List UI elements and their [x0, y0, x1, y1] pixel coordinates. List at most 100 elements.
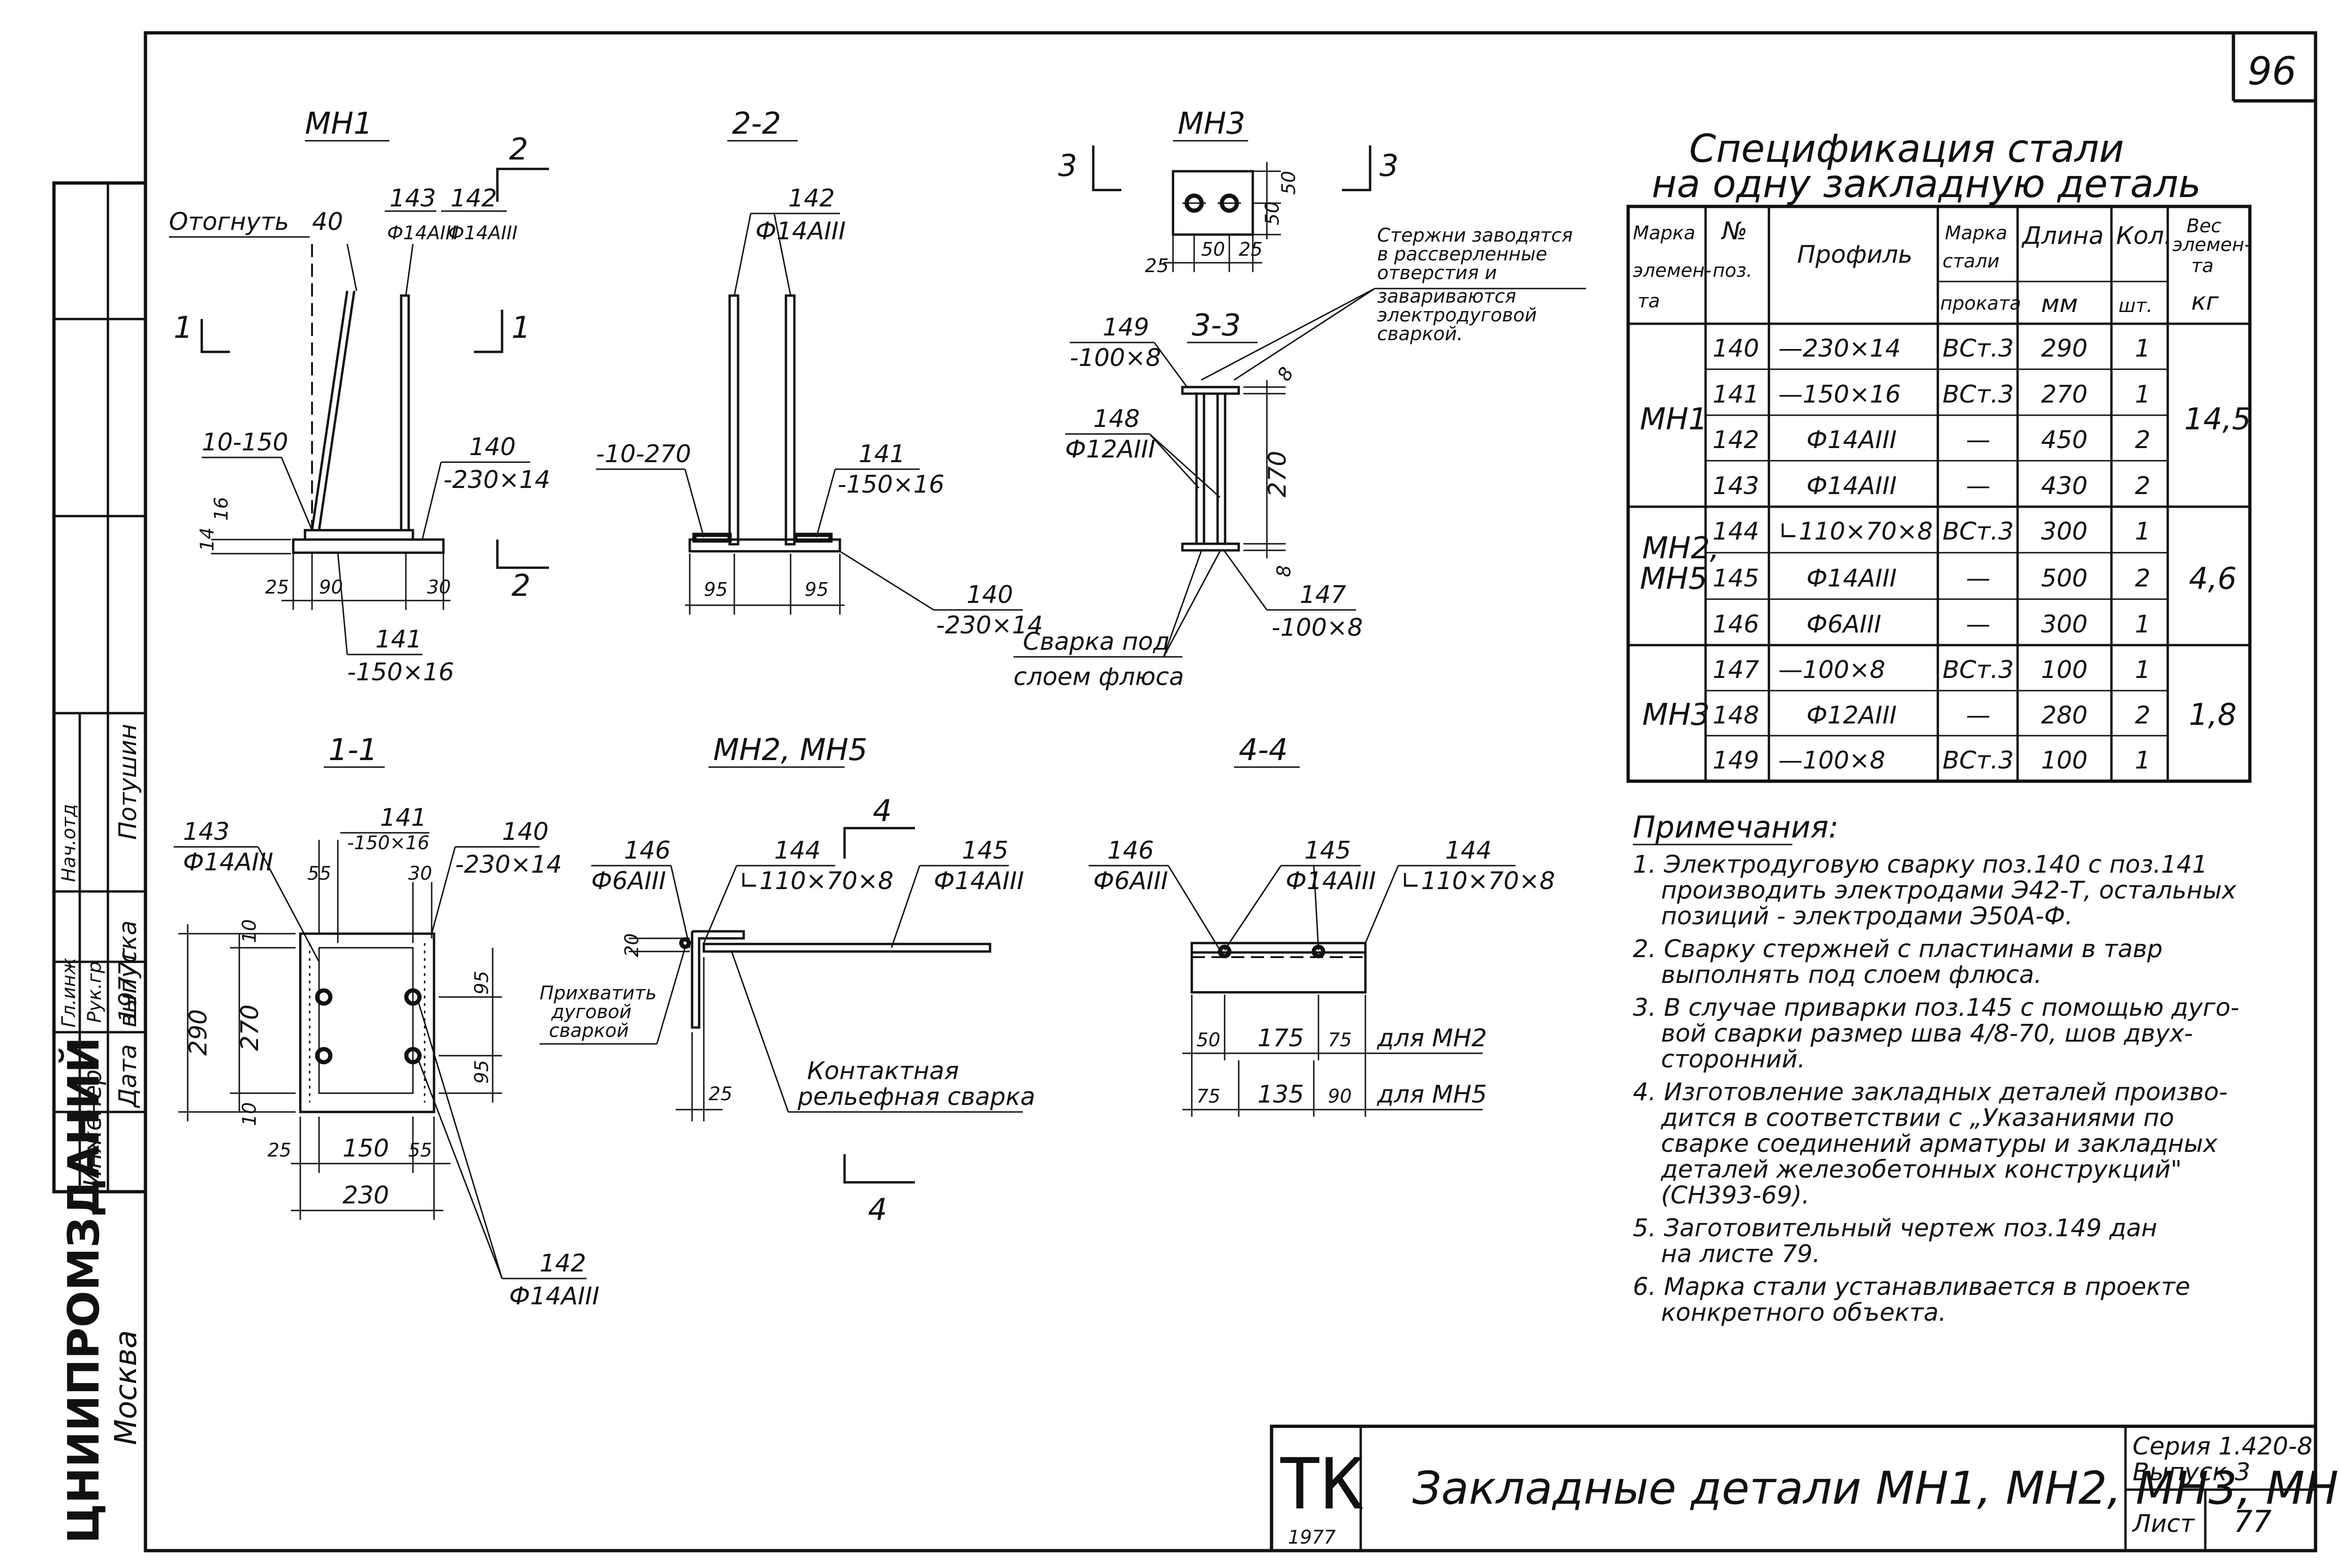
s44-row1-a: 50	[1196, 1029, 1220, 1051]
spec-header: та	[1638, 290, 1660, 312]
spec-cell-length: 450	[2041, 426, 2088, 454]
side-stamp: Потушин 1977г Инженер Дата выпуска Нач.о…	[58, 724, 144, 1544]
mn25-pos-146: 146	[624, 837, 670, 865]
mn25-tack-line: сваркой	[549, 1020, 629, 1042]
mn1-pos-140: 140	[469, 433, 516, 461]
spec-header: мм	[2041, 290, 2078, 318]
s11-dim-95a: 95	[471, 971, 493, 995]
s33-bar-148: Ф12АIII	[1065, 435, 1156, 464]
mn1-dim-25: 25	[265, 577, 289, 598]
spec-cell-steel: —	[1966, 426, 1990, 454]
spec-cell-steel: ВСт.3	[1943, 518, 2014, 546]
s11-dim-290: 290	[184, 1009, 213, 1056]
side-author: Потушин	[114, 724, 142, 840]
mn25-title: МН2, МН5	[713, 733, 868, 768]
s11-plate-141: -150×16	[347, 832, 429, 854]
table-row: 140 —230×14 ВСт.3 290 1	[1713, 335, 2150, 363]
s33-dim-8: 8	[1273, 364, 1298, 385]
mn1-pos-141: 141	[375, 625, 422, 654]
s33-title: 3-3	[1192, 308, 1241, 343]
s22-plate-141: -150×16	[838, 471, 945, 499]
spec-cell-steel: ВСт.3	[1943, 335, 2014, 363]
spec-cell-length: 100	[2041, 656, 2088, 684]
mn3-dim-50: 50	[1201, 239, 1225, 260]
spec-cell-qty: 2	[2135, 564, 2150, 593]
s11-dim-95b: 95	[471, 1060, 493, 1084]
spec-group-mark: МН3	[1642, 698, 1710, 732]
stamp-code: ТК	[1279, 1444, 1364, 1525]
mn1-plate-140: -230×14	[443, 466, 550, 494]
s11-pos-142: 142	[540, 1249, 586, 1278]
s33-pos-148: 148	[1093, 405, 1140, 433]
s11-pos-143: 143	[183, 818, 229, 846]
spec-cell-profile: —100×8	[1778, 746, 1885, 775]
mn25-tack-line: Прихватить	[540, 982, 656, 1004]
mn1-dim-90: 90	[319, 577, 343, 598]
spec-header: Марка	[1945, 222, 2007, 244]
side-extra-2: Гл.инж	[58, 958, 80, 1028]
s22-bar-142: Ф14АIII	[755, 217, 846, 245]
note-line: 2. Сварку стержней с пластинами в тавр	[1633, 935, 2163, 963]
s11-dim-25: 25	[267, 1140, 291, 1161]
s44-pos-145: 145	[1304, 837, 1351, 865]
spec-cell-qty: 1	[2135, 656, 2150, 684]
s11-dim-10b: 10	[239, 1102, 260, 1126]
s11-dim-230: 230	[343, 1181, 389, 1210]
notes-heading: Примечания:	[1633, 810, 1839, 845]
s33-weld-note-1: Сварка под	[1023, 628, 1170, 656]
note-line: сторонний.	[1661, 1045, 1806, 1073]
spec-header: поз.	[1713, 260, 1752, 282]
mn25-contact-line: рельефная сварка	[797, 1083, 1035, 1111]
spec-cell-profile: —150×16	[1778, 381, 1901, 409]
spec-cell-pos: 144	[1713, 518, 1759, 546]
mn1-cut-2-top: 2	[509, 132, 528, 167]
mn1-cut-2-bottom: 2	[511, 569, 531, 603]
view-mn2-mn5: МН2, МН5 4 4 146 Ф6АIII 144 ∟110×70×8 14…	[540, 733, 1035, 1227]
s22-dim-95b: 95	[805, 579, 829, 601]
spec-header: шт.	[2118, 295, 2153, 317]
mn3-cut-3-right: 3	[1379, 149, 1399, 183]
note-line: (СН393-69).	[1661, 1181, 1810, 1210]
spec-cell-pos: 147	[1713, 656, 1759, 684]
spec-header: Профиль	[1797, 241, 1912, 269]
s11-dim-270: 270	[236, 1005, 264, 1051]
note-line: 3. В случае приварки поз.145 с помощью д…	[1633, 994, 2239, 1022]
s11-dim-55b: 55	[408, 1140, 432, 1161]
spec-header: №	[1721, 217, 1747, 245]
s44-row1-c: 75	[1328, 1029, 1352, 1051]
spec-cell-steel: —	[1966, 610, 1990, 639]
spec-cell-length: 300	[2041, 518, 2088, 546]
spec-header: та	[2191, 255, 2214, 277]
mn3-dim-25b: 25	[1239, 239, 1263, 260]
mn25-contact-line: Контактная	[807, 1057, 959, 1085]
corner-number: 96	[2248, 49, 2296, 94]
view-mn3: МН3 3 3 25 50 25 50 50 Стержни заводятся…	[1058, 107, 1586, 381]
sheet-number: 77	[2233, 1505, 2272, 1539]
spec-cell-profile: Ф14АIII	[1806, 564, 1897, 593]
side-issue: выпуска	[114, 921, 142, 1028]
mn25-cut-4-bottom: 4	[868, 1193, 887, 1227]
spec-title-2: на одну закладную деталь	[1652, 162, 2201, 206]
mn25-tack-line: дуговой	[551, 1001, 632, 1023]
s22-pos-141: 141	[859, 440, 905, 468]
spec-cell-length: 290	[2041, 335, 2088, 363]
s44-row2-d: для МН5	[1377, 1081, 1487, 1109]
note-line: 5. Заготовительный чертеж поз.149 дан	[1633, 1214, 2157, 1242]
stamp-year: 1977	[1288, 1527, 1336, 1548]
spec-cell-pos: 149	[1713, 746, 1759, 775]
mn3-note: Стержни заводятся в рассверленные отверс…	[1201, 225, 1586, 381]
s11-dim-10: 10	[239, 919, 260, 943]
s44-row2-a: 75	[1196, 1086, 1220, 1107]
spec-cell-qty: 1	[2135, 610, 2150, 639]
sheet-label: Лист	[2132, 1510, 2195, 1538]
s33-dim-8b: 8	[1273, 565, 1295, 577]
view-section-3-3: 3-3 149 -100×8 148 Ф12АIII 8 270 8 147 -…	[1013, 308, 1363, 691]
mn25-pos-144: 144	[774, 837, 821, 865]
spec-cell-length: 430	[2041, 472, 2088, 500]
series-code: Серия 1.420-8	[2133, 1432, 2313, 1461]
notes-block: Примечания: 1. Электродуговую сварку поз…	[1633, 810, 2239, 1327]
city: Москва	[109, 1330, 144, 1445]
view-section-1-1: 1-1 143 Ф14АIII 141 -150×16 140 -230×14 …	[174, 733, 600, 1310]
spec-header: кг	[2191, 288, 2219, 316]
